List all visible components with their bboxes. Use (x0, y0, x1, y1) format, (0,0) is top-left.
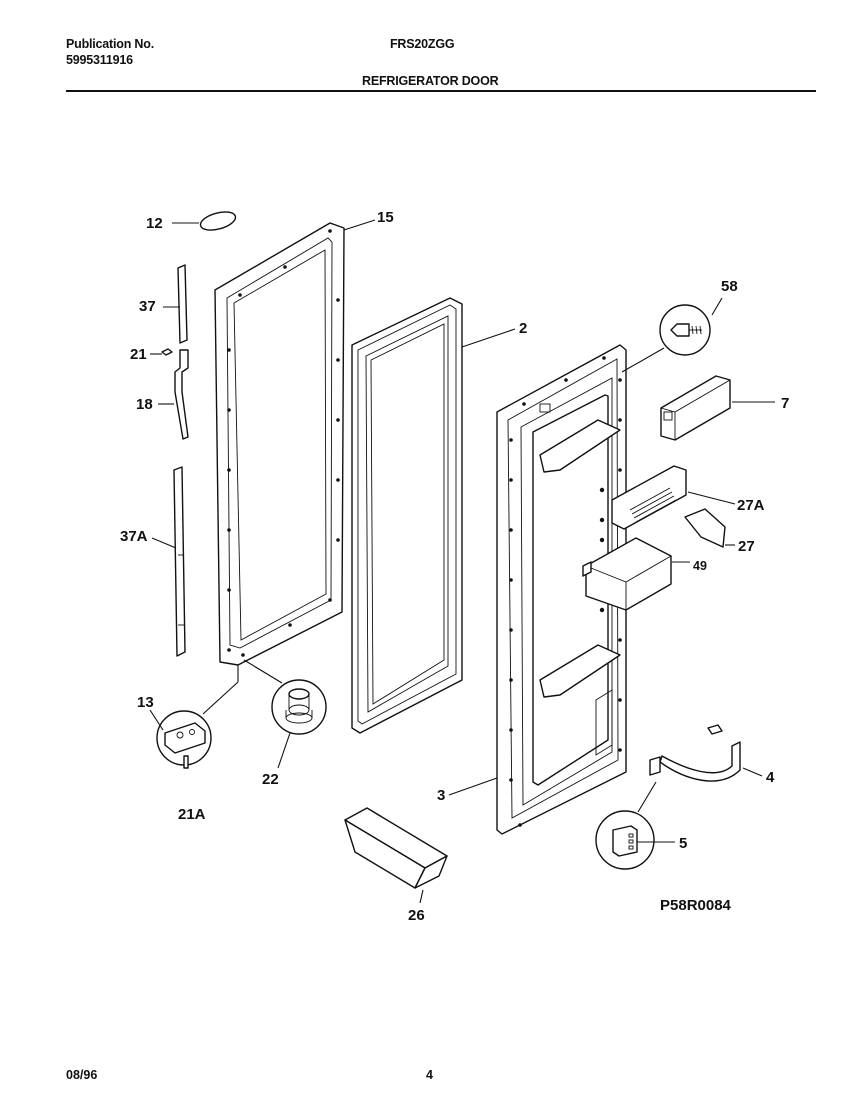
callout-21: 21 (130, 346, 147, 363)
part-49-door-bin (582, 537, 690, 611)
callout-18: 18 (136, 396, 153, 413)
part-2-door-gasket (351, 297, 516, 734)
part-3-door-liner (448, 344, 627, 835)
callout-27A: 27A (737, 497, 765, 514)
part-37-hinge-cover (163, 264, 188, 344)
part-27-clip (684, 508, 735, 548)
diagram-code: P58R0084 (660, 897, 732, 914)
part-5-cap (595, 781, 675, 870)
callout-12: 12 (146, 215, 163, 232)
part-15-door-frame (214, 219, 376, 666)
part-58-screw (621, 297, 723, 373)
part-18-handle (158, 349, 189, 440)
part-4-bracket (649, 724, 763, 782)
callout-5: 5 (679, 835, 687, 852)
part-12-plug (172, 211, 237, 231)
part-13-hinge (149, 665, 239, 769)
part-37A-lower-trim (151, 466, 186, 657)
part-26-bucket (344, 807, 448, 904)
callout-13: 13 (137, 694, 154, 711)
callout-37A: 37A (120, 528, 148, 545)
callout-22: 22 (262, 771, 279, 788)
callout-27: 27 (738, 538, 755, 555)
callout-58: 58 (721, 278, 738, 295)
part-7-dairy-door (660, 375, 775, 441)
section-title: REFRIGERATOR DOOR (362, 74, 499, 88)
callout-2: 2 (519, 320, 527, 337)
part-21-screw (150, 348, 173, 356)
callout-26: 26 (408, 907, 425, 924)
callout-21A: 21A (178, 806, 206, 823)
page-number: 4 (426, 1068, 433, 1082)
callout-4: 4 (766, 769, 775, 786)
callout-7: 7 (781, 395, 789, 412)
part-22-bushing (243, 659, 327, 769)
callout-37: 37 (139, 298, 156, 315)
callout-3: 3 (437, 787, 445, 804)
publication-label: Publication No. (66, 37, 154, 51)
publication-number: 5995311916 (66, 53, 133, 67)
callout-49: 49 (693, 559, 707, 573)
callout-15: 15 (377, 209, 394, 226)
footer-date: 08/96 (66, 1068, 97, 1082)
model-number: FRS20ZGG (390, 37, 455, 51)
header-rule (66, 90, 816, 92)
part-27A-trim (611, 465, 736, 530)
